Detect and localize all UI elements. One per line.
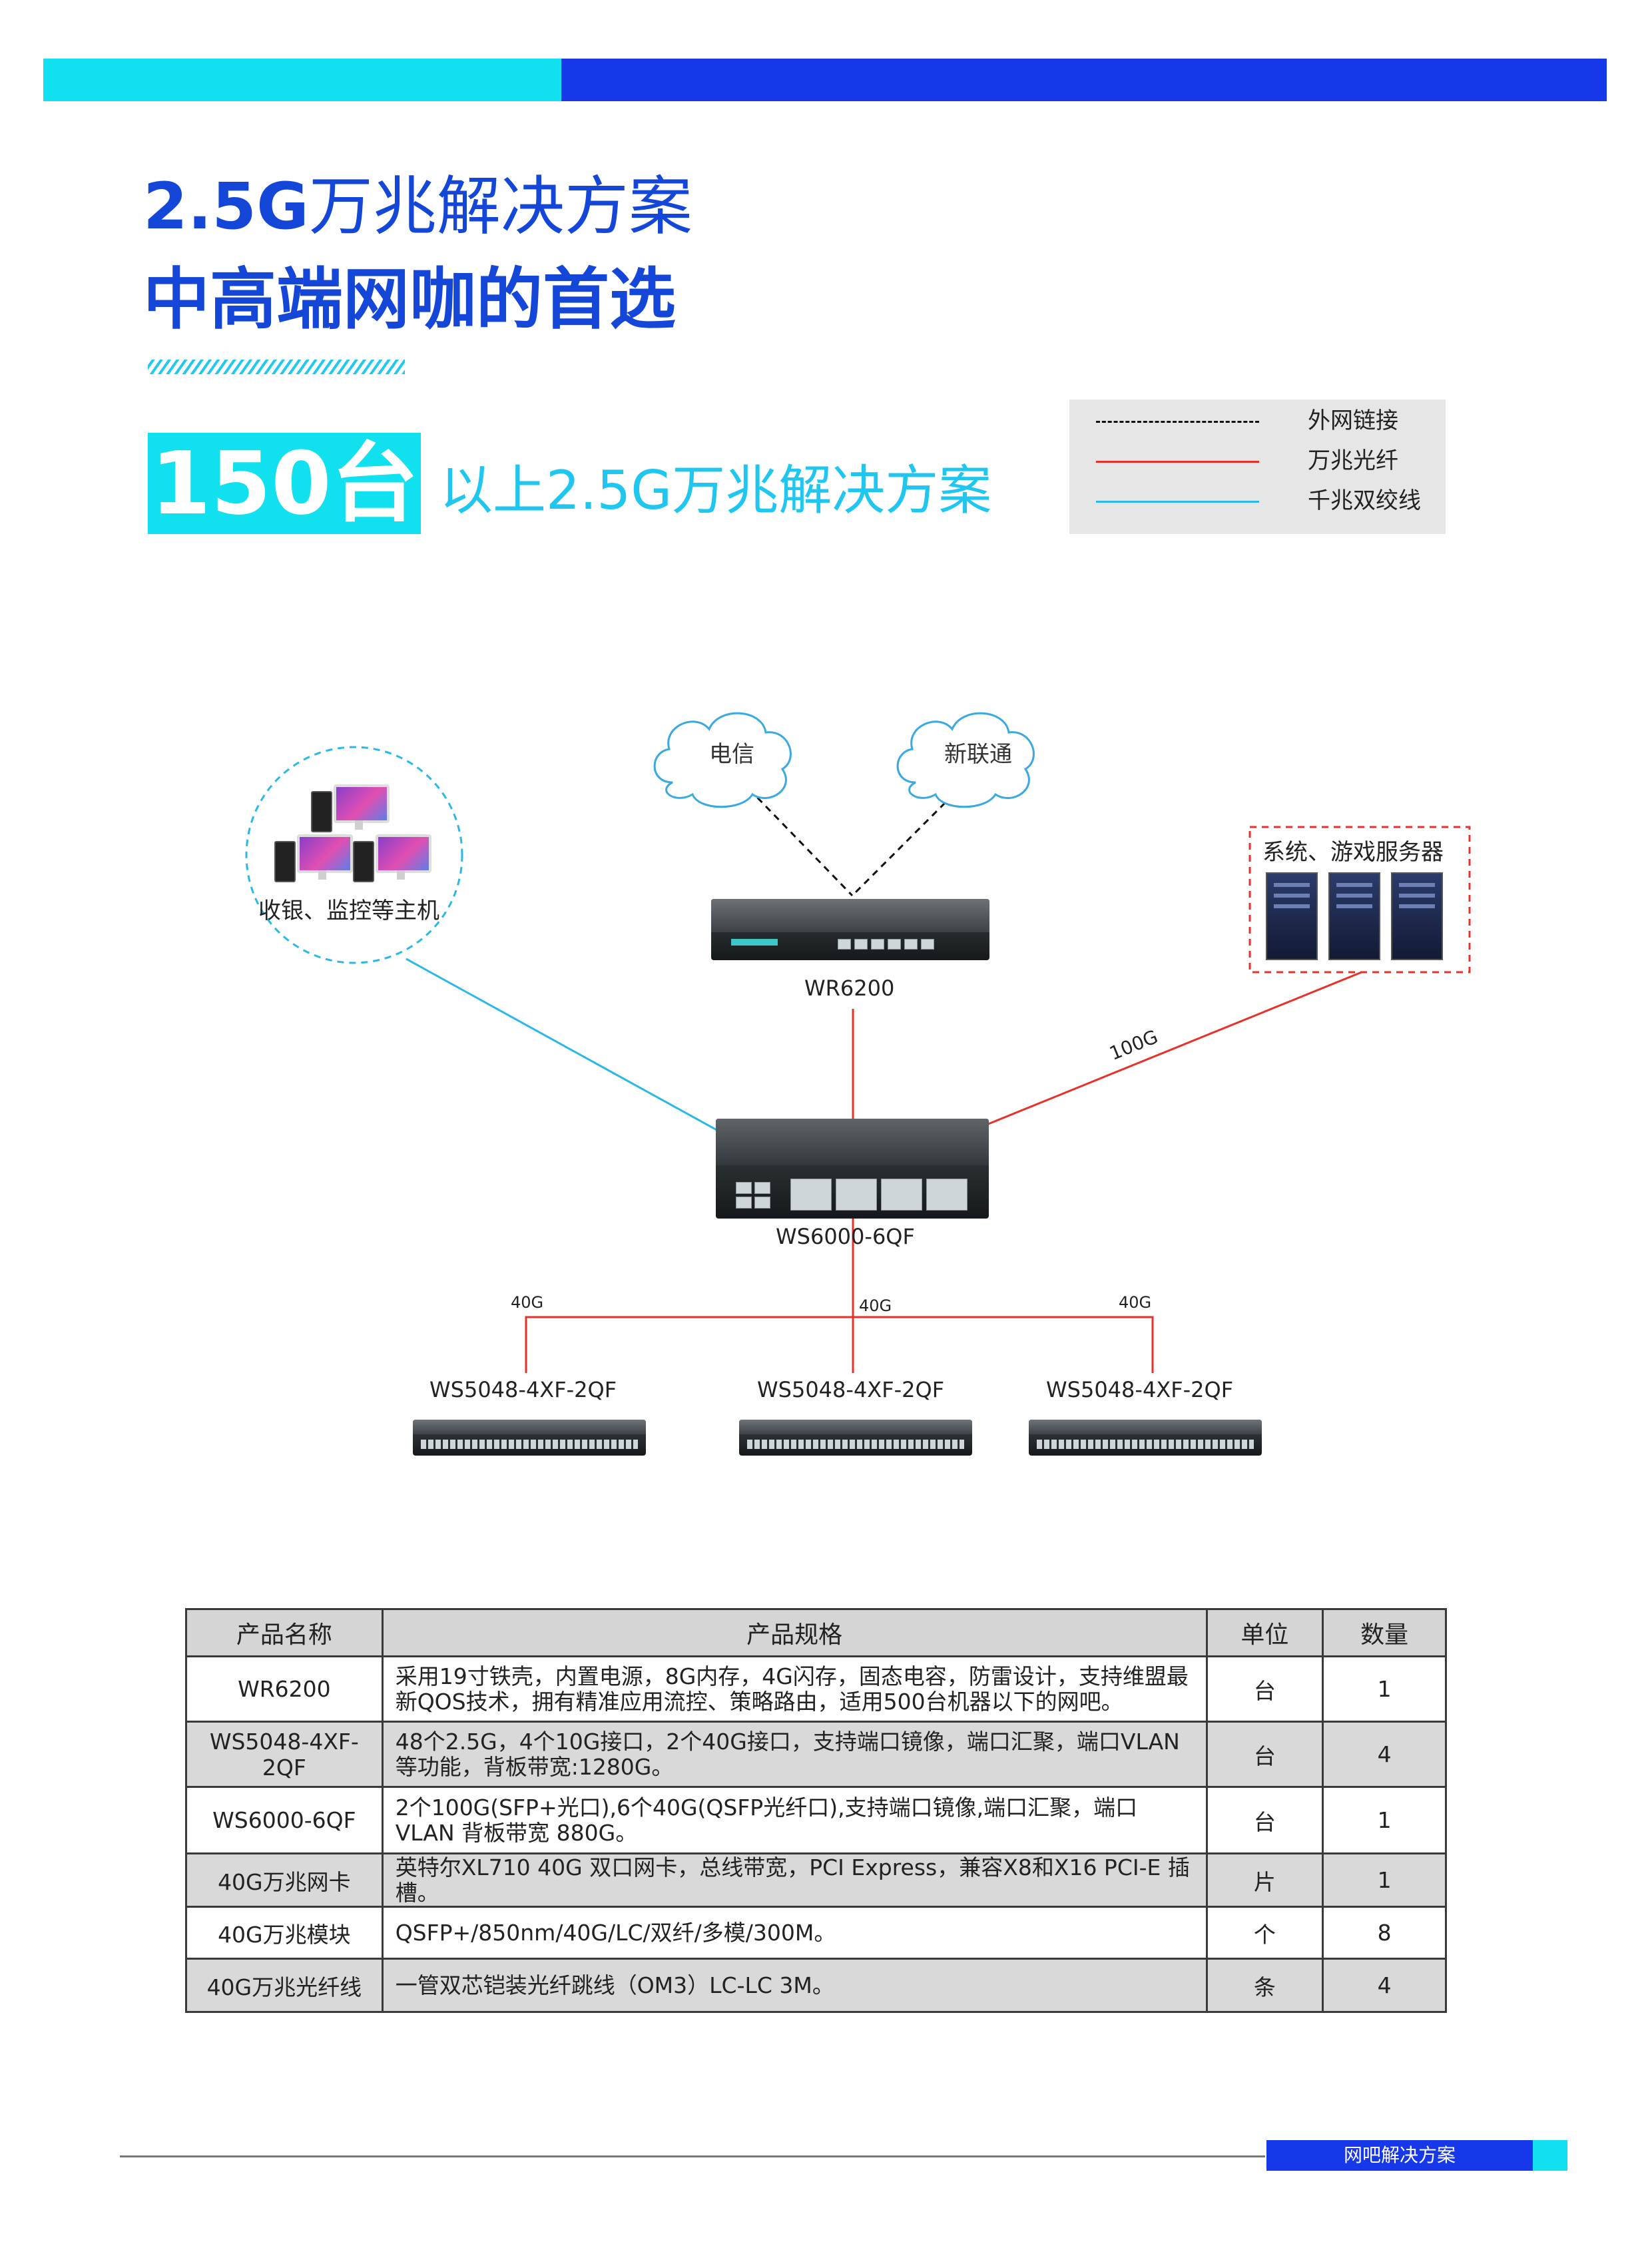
- product-spec-cell: 48个2.5G，4个10G接口，2个40G接口，支持端口镜像，端口汇聚，端口VL…: [381, 1721, 1208, 1788]
- legend-item-wan: 外网链接: [1096, 408, 1442, 434]
- core-access-branch: [525, 1316, 1154, 1373]
- footer-accent: [1533, 2140, 1567, 2171]
- core-switch-label: WS6000-6QF: [776, 1224, 915, 1249]
- server-group-label: 系统、游戏服务器: [1262, 839, 1444, 866]
- hatch-divider: [148, 360, 405, 374]
- table-row: WS5048-4XF-2QF 48个2.5G，4个10G接口，2个40G接口，支…: [185, 1721, 1447, 1788]
- legend-item-copper: 千兆双绞线: [1096, 487, 1442, 514]
- unit-cell: 台: [1205, 1721, 1324, 1788]
- access-switch-2-label: WS5048-4XF-2QF: [757, 1377, 945, 1402]
- server-icon: [1391, 872, 1443, 960]
- quantity-cell: 1: [1322, 1852, 1447, 1908]
- product-name-cell: 40G万兆光纤线: [185, 1958, 384, 2013]
- link-40g-mid-label: 40G: [859, 1296, 892, 1315]
- access-switch-1-label: WS5048-4XF-2QF: [429, 1377, 617, 1402]
- router-label: WR6200: [804, 976, 895, 1001]
- footer-section-label: 网吧解决方案: [1266, 2140, 1533, 2171]
- client-link: [406, 958, 733, 1140]
- title-bold-part: 2.5G: [143, 169, 309, 244]
- top-bar-cyan: [43, 59, 561, 101]
- quantity-cell: 4: [1322, 1958, 1447, 2013]
- legend-line-dashed: [1096, 421, 1259, 423]
- legend-box: 外网链接 万兆光纤 千兆双绞线: [1069, 400, 1446, 534]
- quantity-cell: 4: [1322, 1721, 1447, 1788]
- access-switch-icon: [1029, 1420, 1262, 1456]
- product-spec-cell: 一管双芯铠装光纤跳线（OM3）LC-LC 3M。: [381, 1958, 1208, 2013]
- quantity-cell: 1: [1322, 1655, 1447, 1723]
- product-spec-cell: 采用19寸铁壳，内置电源，8G内存，4G闪存，固态电容，防雷设计，支持维盟最新Q…: [381, 1655, 1208, 1723]
- server-group-outline: [1248, 826, 1471, 974]
- access-switch-icon: [413, 1420, 646, 1456]
- access-switch-3-label: WS5048-4XF-2QF: [1046, 1377, 1234, 1402]
- product-spec-cell: 英特尔XL710 40G 双口网卡，总线带宽，PCI Express，兼容X8和…: [381, 1852, 1208, 1908]
- table-header-row: 产品名称 产品规格 单位 数量: [185, 1608, 1447, 1657]
- cloud-left-label: 电信: [709, 741, 754, 768]
- quantity-cell: 1: [1322, 1786, 1447, 1854]
- product-name-cell: WR6200: [185, 1655, 384, 1723]
- product-name-cell: 40G万兆网卡: [185, 1852, 384, 1908]
- column-header: 数量: [1322, 1608, 1447, 1657]
- unit-cell: 台: [1205, 1655, 1324, 1723]
- page-title-line1: 2.5G万兆解决方案: [143, 169, 692, 244]
- legend-line-red: [1096, 461, 1259, 463]
- unit-cell: 条: [1205, 1958, 1324, 2013]
- access-switch-icon: [739, 1420, 972, 1456]
- table-row: 40G万兆网卡 英特尔XL710 40G 双口网卡，总线带宽，PCI Expre…: [185, 1852, 1447, 1908]
- client-group-label: 收银、监控等主机: [258, 898, 439, 924]
- legend-label: 万兆光纤: [1308, 447, 1398, 474]
- footer-divider: [120, 2155, 1265, 2157]
- wan-link-right: [851, 784, 964, 897]
- legend-label: 外网链接: [1308, 408, 1398, 434]
- column-header: 产品名称: [185, 1608, 384, 1657]
- product-spec-cell: 2个100G(SFP+光口),6个40G(QSFP光纤口),支持端口镜像,端口汇…: [381, 1786, 1208, 1854]
- client-group-outline: [245, 746, 463, 964]
- product-spec-table: 产品名称 产品规格 单位 数量 WR6200 采用19寸铁壳，内置电源，8G内存…: [185, 1608, 1447, 2013]
- link-40g-right-label: 40G: [1119, 1293, 1152, 1312]
- server-link: [952, 971, 1362, 1140]
- cloud-left-icon: [653, 712, 792, 808]
- unit-cell: 个: [1205, 1906, 1324, 1960]
- page-title-line2: 中高端网咖的首选: [143, 260, 676, 338]
- server-icon: [1328, 872, 1380, 960]
- table-row: WS6000-6QF 2个100G(SFP+光口),6个40G(QSFP光纤口)…: [185, 1786, 1447, 1854]
- top-bar-blue: [561, 59, 1607, 101]
- cloud-right-label: 新联通: [944, 741, 1012, 768]
- count-badge: 150台: [148, 433, 421, 534]
- table-row: WR6200 采用19寸铁壳，内置电源，8G内存，4G闪存，固态电容，防雷设计，…: [185, 1655, 1447, 1723]
- quantity-cell: 8: [1322, 1906, 1447, 1960]
- link-40g-left-label: 40G: [511, 1293, 544, 1312]
- unit-cell: 片: [1205, 1852, 1324, 1908]
- table-row: 40G万兆模块 QSFP+/850nm/40G/LC/双纤/多模/300M。 个…: [185, 1906, 1447, 1960]
- table-row: 40G万兆光纤线 一管双芯铠装光纤跳线（OM3）LC-LC 3M。 条 4: [185, 1958, 1447, 2013]
- unit-cell: 台: [1205, 1786, 1324, 1854]
- subtitle: 以上2.5G万兆解决方案: [439, 459, 992, 521]
- server-icon: [1266, 872, 1318, 960]
- product-spec-cell: QSFP+/850nm/40G/LC/双纤/多模/300M。: [381, 1906, 1208, 1960]
- core-switch-icon: [716, 1119, 989, 1219]
- product-name-cell: 40G万兆模块: [185, 1906, 384, 1960]
- title-rest-part: 万兆解决方案: [308, 169, 692, 244]
- column-header: 单位: [1205, 1608, 1324, 1657]
- wan-link-left: [748, 788, 854, 897]
- cloud-right-icon: [896, 712, 1035, 808]
- legend-label: 千兆双绞线: [1308, 487, 1421, 514]
- legend-line-cyan: [1096, 501, 1259, 503]
- legend-item-fiber: 万兆光纤: [1096, 447, 1442, 474]
- product-name-cell: WS5048-4XF-2QF: [185, 1721, 384, 1788]
- router-device-icon: [711, 899, 989, 960]
- product-name-cell: WS6000-6QF: [185, 1786, 384, 1854]
- column-header: 产品规格: [381, 1608, 1208, 1657]
